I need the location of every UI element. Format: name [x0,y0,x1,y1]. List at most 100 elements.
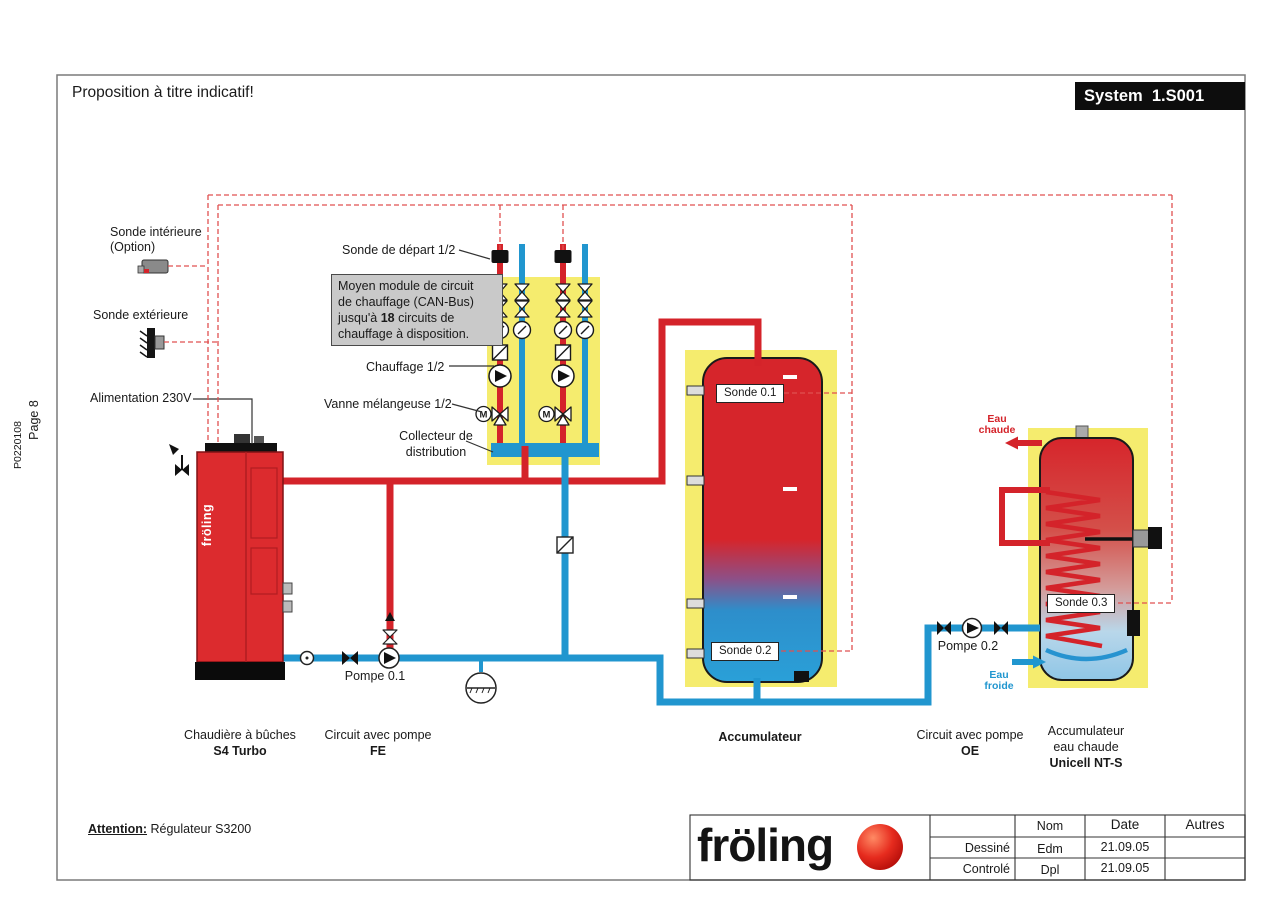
membrane-tick [481,687,485,694]
fe-caption-line2: FE [370,744,386,758]
oe-caption-line2: OE [960,744,980,758]
froling-logo-text: fröling [697,819,834,871]
boiler-door [250,547,278,595]
accumulator-body [702,357,823,683]
boiler-body [196,451,284,663]
outdoor-wall-icon [147,328,155,358]
attention-note: Attention: Régulateur S3200 [88,822,251,836]
boiler-top-fitting [254,436,264,443]
membrane-tick [469,687,473,694]
eau-chaude-line1: Eau [987,413,1007,425]
pompe-0-1-label: Pompe 0.1 [344,669,406,683]
system-code-badge: System 1.S001 [1075,82,1245,110]
boiler-connector [282,600,293,613]
return-pipes [283,455,1046,706]
cold-water-arrow-icon [1033,655,1046,669]
rod-flange [1132,529,1150,548]
froling-logo-ball-icon [857,824,903,870]
sensor-icons [137,259,169,358]
boiler-door [250,467,278,539]
boiler-caption-line1: Chaudière à bûches [184,728,296,742]
row-controle-nom: Dpl [1040,863,1060,877]
depart-sensor-label: Sonde de départ 1/2 [342,243,456,257]
col-header-date: Date [1110,817,1140,832]
collecteur-line1: Collecteur de [399,429,473,443]
vanne-label: Vanne mélangeuse 1/2 [324,397,452,411]
check-valve-flap [556,536,574,554]
boiler [169,434,293,680]
cold-water-line-mark [1045,647,1128,662]
dhw-caption: Accumulateur eau chaude Unicell NT-S [1028,723,1144,771]
boiler-caption: Chaudière à bûches S4 Turbo [180,727,300,759]
row-dessine-label: Dessiné [964,841,1010,855]
oe-caption: Circuit avec pompe OE [910,727,1030,759]
heat-exchanger-coil [1045,489,1103,649]
indoor-sensor-knob [137,265,145,274]
boiler-brand-label: fröling [200,503,214,547]
outdoor-sensor-icon [154,335,165,350]
document-code-label: P0220108 [12,421,24,469]
alimentation-pointer [193,398,253,444]
indoor-sensor-line1: Sonde intérieure [110,225,202,239]
dhw-caption-line2: eau chaude [1053,740,1119,754]
dhw-tank [1039,425,1162,681]
pump-0-2-arrow [967,622,979,634]
wall-hatch [139,344,148,351]
module-line3a: jusqu'à [338,311,381,325]
boiler-caption-line2: S4 Turbo [213,744,267,758]
tank-flange [1127,610,1140,636]
eau-froide-label: Eau froide [976,670,1022,692]
wall-hatch [139,351,148,358]
indoor-sensor-line2: (Option) [110,240,156,254]
eau-froide-line2: froide [984,680,1014,692]
ball-valve-icon [342,651,358,665]
tank-level-mark [783,375,797,379]
alimentation-label: Alimentation 230V [90,391,192,405]
module-line3c: circuits de [394,311,455,325]
fe-caption: Circuit avec pompe FE [318,727,438,759]
label-pointer-lines [193,249,494,453]
wall-hatch [139,330,148,337]
page-title: Proposition à titre indicatif! [72,84,254,101]
sonde-0-1-tag: Sonde 0.1 [716,384,785,403]
vanne-pointer [451,403,483,413]
row-dessine-date: 21.09.05 [1100,840,1150,854]
supply-pipes [283,318,1050,652]
attention-text: Régulateur S3200 [147,822,252,836]
tank-stub [686,475,705,486]
tank-level-mark [783,487,797,491]
wall-hatch [139,337,148,344]
tank-level-mark [783,595,797,599]
row-controle-label: Controlé [962,862,1010,876]
module-line3b: 18 [380,311,395,325]
boiler-supply-pipe [283,318,762,485]
page-number-label: Page 8 [27,400,41,440]
sonde-0-3-tag: Sonde 0.3 [1047,594,1116,613]
hot-water-arrow-icon [1005,436,1018,450]
attention-label: Attention: [88,822,148,836]
col-header-nom: Nom [1036,819,1064,833]
boiler-base [195,662,285,680]
accumulator-caption: Accumulateur [718,730,802,744]
pipe-symbols [299,536,1008,704]
tank-stub [686,648,705,659]
eau-froide-line1: Eau [989,669,1009,681]
boiler-connector [282,582,293,595]
membrane-tick [475,687,479,694]
sensor-cable-network [164,194,1173,652]
oe-valve-icon [937,621,951,635]
indoor-sensor-label: Sonde intérieure (Option) [110,225,202,255]
fe-caption-line1: Circuit avec pompe [324,728,432,742]
safety-valve-arrow [169,444,179,455]
pump-0-1-arrow [384,652,396,664]
sonde-0-2-tag: Sonde 0.2 [711,642,780,661]
eau-chaude-label: Eau chaude [974,414,1020,436]
collecteur-pointer [465,440,494,453]
port-dot [305,656,309,660]
row-dessine-nom: Edm [1037,842,1063,856]
tank-stub [686,598,705,609]
collecteur-line2: distribution [405,445,467,459]
pompe-0-2-label: Pompe 0.2 [937,639,999,653]
eau-chaude-line2: chaude [978,424,1016,436]
